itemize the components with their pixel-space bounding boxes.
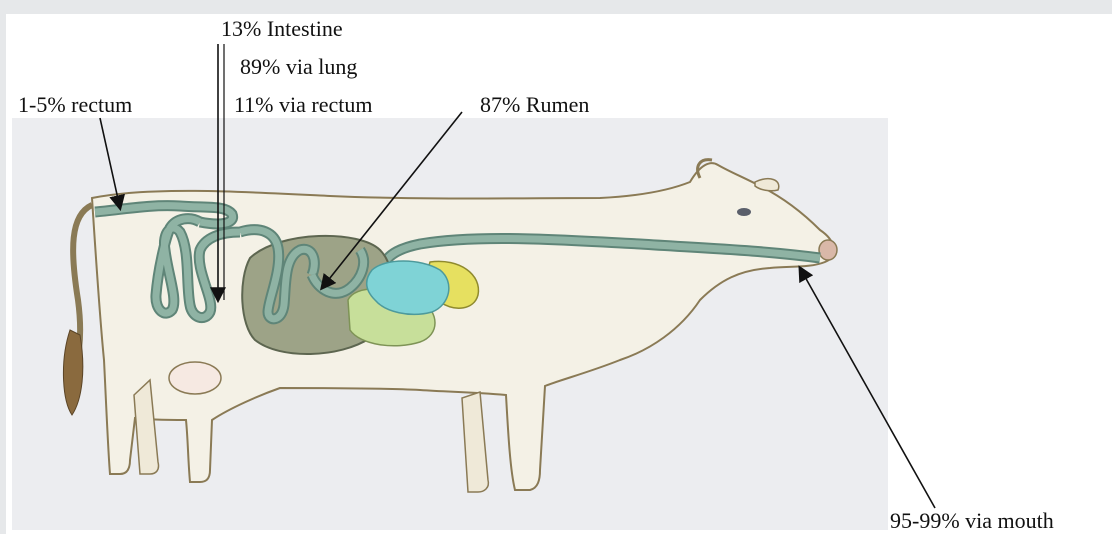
label-mouth: 95-99% via mouth — [890, 510, 1054, 532]
cow-ear — [755, 179, 779, 191]
cow-eye — [737, 208, 751, 216]
label-rectum-small: 1-5% rectum — [18, 94, 132, 116]
cow-fore-leg — [462, 392, 488, 492]
label-rectum-large: 11% via rectum — [234, 94, 372, 116]
cow-udder — [169, 362, 221, 394]
label-intestine: 13% Intestine — [221, 18, 343, 40]
cow-tail-tuft — [63, 330, 82, 415]
label-rumen: 87% Rumen — [480, 94, 589, 116]
cow-nose — [819, 240, 837, 260]
arrow-mouth — [800, 268, 935, 508]
label-lung: 89% via lung — [240, 56, 357, 78]
